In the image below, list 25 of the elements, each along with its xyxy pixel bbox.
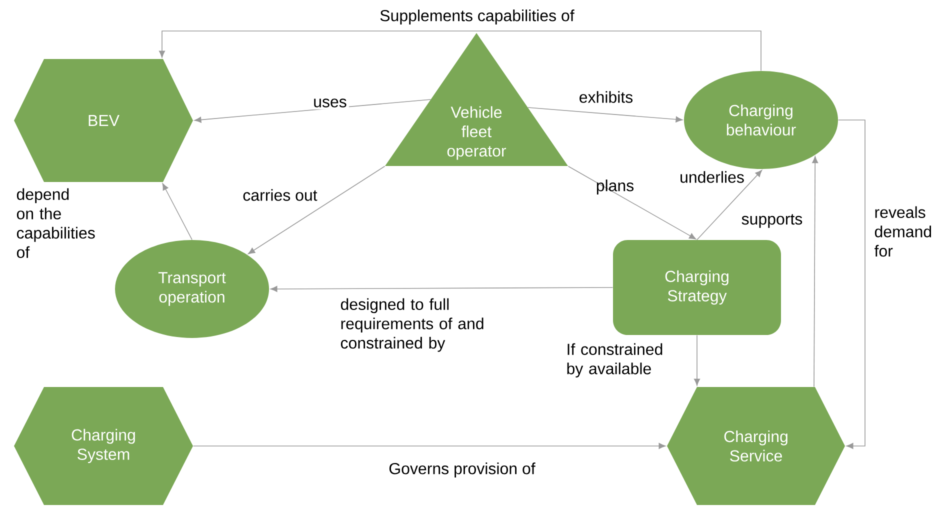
- arrow: [838, 120, 866, 449]
- arrow: [696, 170, 762, 240]
- edge-label: supports: [742, 214, 802, 228]
- arrow: [270, 286, 614, 292]
- edge-label: uses: [311, 96, 349, 110]
- edge-label: If constrained by available: [567, 343, 662, 378]
- arrow: [568, 166, 696, 240]
- edge-label: plans: [596, 180, 634, 194]
- arrow: [694, 334, 700, 386]
- arrow: [248, 166, 386, 254]
- edge-label: Supplements capabilities of: [378, 8, 576, 26]
- rounded-box: Charging Strategy: [613, 240, 781, 335]
- edge-label: designed to full requirements of and constrained by: [340, 298, 484, 352]
- arrow: [528, 107, 683, 122]
- arrow: [192, 443, 666, 449]
- edge-label: carries out: [243, 189, 318, 201]
- edge-label: depend on the capabilities of: [16, 188, 95, 258]
- edge-label: reveals demand for: [874, 206, 932, 257]
- arrow: [162, 183, 192, 240]
- arrow: [194, 99, 432, 123]
- arrow: [812, 156, 818, 388]
- edge-label: exhibits: [580, 91, 633, 103]
- edge-label: underlies: [680, 171, 744, 183]
- edge-label: Governs provision of: [389, 462, 536, 478]
- arrow: [159, 30, 762, 72]
